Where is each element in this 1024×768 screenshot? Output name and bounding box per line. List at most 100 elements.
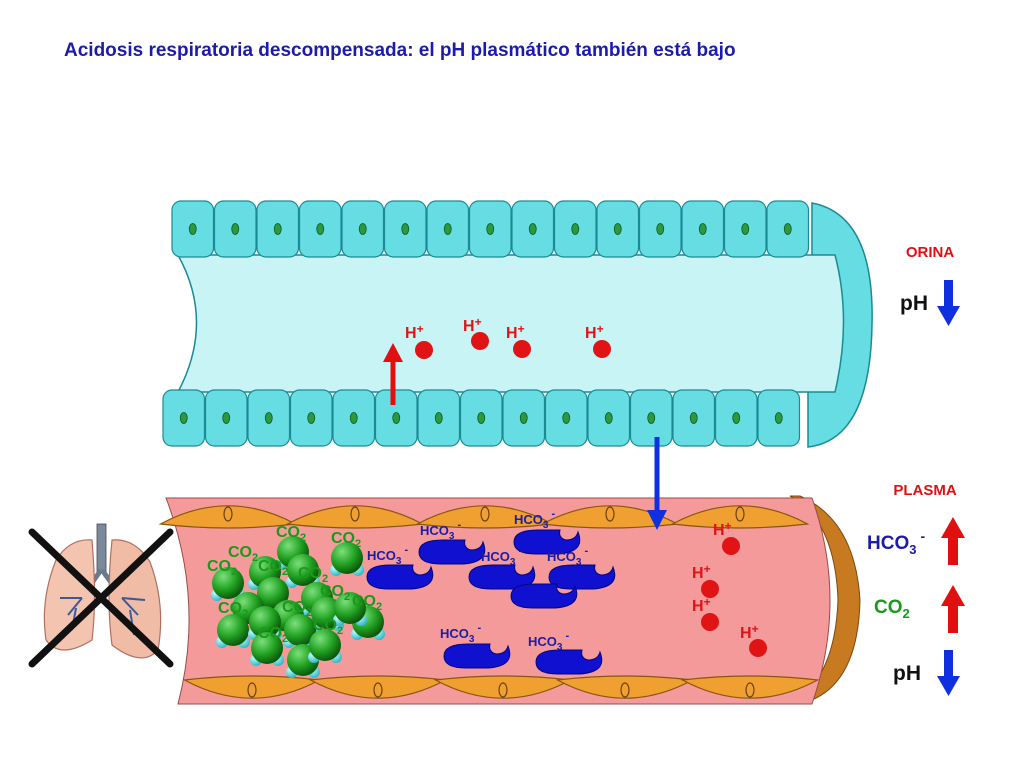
bicarbonate-sup: - xyxy=(404,544,408,556)
carbon-atom xyxy=(257,577,289,609)
bicarbonate-label: HCO xyxy=(367,548,396,563)
co2-label: CO2 xyxy=(313,617,343,637)
bicarbonate-sup: - xyxy=(565,630,569,642)
bicarbonate-label: HCO xyxy=(440,626,469,641)
co2-label-sub: 2 xyxy=(282,633,288,645)
bicarbonate-sup: - xyxy=(457,519,461,531)
co2-label: CO2 xyxy=(207,558,237,578)
hydrogen-ion-label: H xyxy=(405,325,417,342)
bicarbonate-ion xyxy=(366,564,434,590)
bicarbonate-sub: 3 xyxy=(469,634,475,645)
co2-label-sub: 2 xyxy=(300,532,306,544)
cell-nucleus xyxy=(264,412,273,424)
urine-label: ORINA xyxy=(906,244,955,261)
arrow-down-icon xyxy=(937,650,960,696)
bicarbonate-ion xyxy=(418,539,486,565)
svg-text:H+: H+ xyxy=(692,562,711,582)
co2-molecule xyxy=(248,606,282,640)
cell-nucleus xyxy=(571,223,580,235)
cell-nucleus xyxy=(604,412,613,424)
hydrogen-ion-charge: + xyxy=(725,519,732,533)
hydrogen-ion-label: H xyxy=(692,565,704,582)
cell-nucleus xyxy=(498,682,508,698)
arrow-up-icon xyxy=(941,585,965,633)
co2-label-sub: 2 xyxy=(231,566,237,578)
hydrogen-ion-label: H xyxy=(506,325,518,342)
plasma-label: PLASMA xyxy=(893,482,957,499)
carbon-atom xyxy=(212,567,244,599)
svg-text:CO2: CO2 xyxy=(874,597,910,621)
cell-nucleus xyxy=(222,412,231,424)
bicarbonate-sub: 3 xyxy=(510,557,516,568)
plasma-hco3-indicator: HCO3- xyxy=(867,517,965,565)
bicarbonate-label: HCO xyxy=(481,549,510,564)
hydrogen-ion-charge: + xyxy=(417,322,424,336)
cell-nucleus xyxy=(519,412,528,424)
bicarbonate-ion-shape xyxy=(548,564,616,590)
hydrogen-ion-charge: + xyxy=(704,562,711,576)
plasma-ph-indicator: pH xyxy=(893,650,960,696)
co2-label-text: CO xyxy=(207,558,231,575)
co2-molecule xyxy=(250,632,284,666)
svg-text:HCO3-: HCO3- xyxy=(547,545,588,568)
hydrogen-ion-label: H xyxy=(463,318,475,335)
cell-nucleus xyxy=(647,412,656,424)
cell-nucleus xyxy=(562,412,571,424)
bicarbonate-ion-label: HCO3- xyxy=(528,630,569,653)
co2-label: CO2 xyxy=(298,565,328,585)
hydrogen-ion-label: H xyxy=(713,522,725,539)
co2-label-text: CO xyxy=(352,593,376,610)
bicarbonate-sub: 3 xyxy=(543,520,549,531)
svg-text:H+: H+ xyxy=(585,322,604,342)
co2-label: CO2 xyxy=(258,558,288,578)
bicarbonate-ion-shape xyxy=(535,649,603,675)
hydrogen-ion-label: H xyxy=(692,598,704,615)
plasma-co2-indicator: CO2 xyxy=(874,585,965,633)
co2-label-text: CO xyxy=(320,583,344,600)
svg-text:H+: H+ xyxy=(713,519,732,539)
co2-label-sub: 2 xyxy=(355,538,361,550)
co2-label-sub: 2 xyxy=(306,607,312,619)
carbon-atom xyxy=(287,554,319,586)
hydrogen-ion-dot xyxy=(701,580,719,598)
carbon-atom xyxy=(309,629,341,661)
svg-text:H+: H+ xyxy=(740,622,759,642)
co2-label: CO2 xyxy=(228,544,258,564)
svg-text:HCO3-: HCO3- xyxy=(420,519,461,542)
carbon-atom xyxy=(249,606,281,638)
hydrogen-ion-dot xyxy=(722,537,740,555)
hydrogen-ion-dot xyxy=(593,340,611,358)
co2-label: CO2 xyxy=(258,625,288,645)
co2-molecule xyxy=(308,629,342,663)
cell-nucleus xyxy=(605,506,615,522)
co2-molecule xyxy=(330,542,364,576)
cell-nucleus xyxy=(698,223,707,235)
carbon-atom xyxy=(284,614,316,646)
co2-label-sub: 2 xyxy=(376,601,382,613)
cell-nucleus xyxy=(247,682,257,698)
bicarbonate-ion-label: HCO3- xyxy=(547,545,588,568)
hydrogen-ion-dot xyxy=(513,340,531,358)
carbon-atom xyxy=(251,632,283,664)
co2-label-text: CO xyxy=(218,600,242,617)
cell-nucleus xyxy=(307,412,316,424)
endothelial-cell xyxy=(670,505,810,529)
cell-nucleus xyxy=(528,223,537,235)
hydrogen-ion: H+ xyxy=(585,322,611,358)
urine-ph-label: pH xyxy=(900,292,928,315)
svg-text:HCO3-: HCO3- xyxy=(481,545,522,568)
co2-label-text: CO xyxy=(298,565,322,582)
hydrogen-ion-label: H xyxy=(585,325,597,342)
cross-out-icon xyxy=(28,528,174,668)
cell-nucleus xyxy=(741,223,750,235)
co2-label: CO2 xyxy=(218,600,248,620)
cell-nucleus xyxy=(732,412,741,424)
svg-text:H+: H+ xyxy=(692,595,711,615)
co2-molecule xyxy=(333,592,367,626)
svg-text:HCO3-: HCO3- xyxy=(367,544,408,567)
svg-text:HCO3-: HCO3- xyxy=(514,508,555,531)
svg-text:H+: H+ xyxy=(506,322,525,342)
cell-nucleus xyxy=(358,223,367,235)
urine-ph-indicator: pH xyxy=(900,280,960,326)
